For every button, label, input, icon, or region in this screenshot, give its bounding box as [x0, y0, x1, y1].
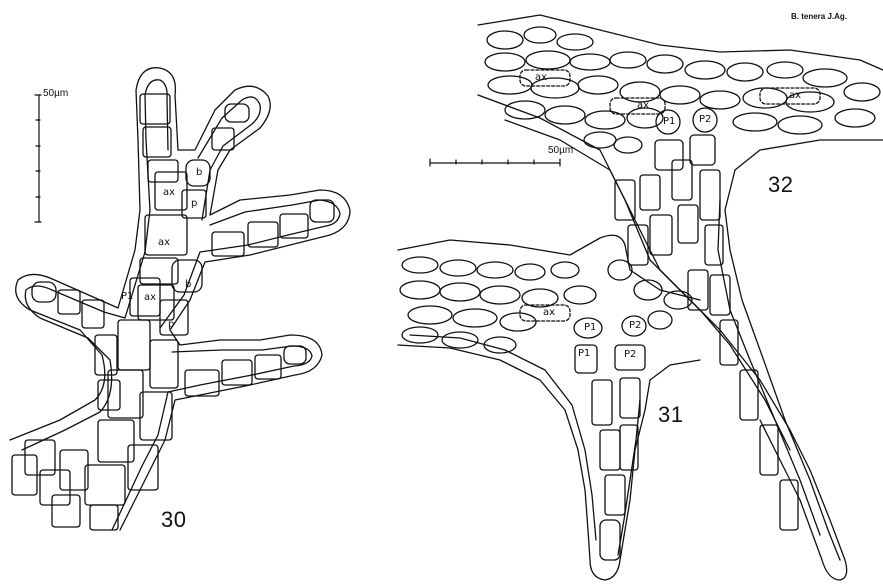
figure-32-scale-bar [430, 159, 560, 166]
fig30-label-b-2: b [185, 280, 191, 290]
figure-30-scale-bar [35, 95, 41, 222]
fig32-label-p1: P1 [663, 117, 675, 127]
fig30-label-ax-2: ax [158, 238, 170, 248]
fig31-label-ax: ax [543, 308, 555, 318]
fig31-label-p2-lower: P2 [624, 350, 636, 360]
species-label: B. tenera J.Ag. [791, 13, 847, 21]
fig31-label-p2-upper: P2 [629, 321, 641, 331]
figure-30-number: 30 [161, 509, 186, 531]
figure-30-drawing [10, 68, 350, 530]
fig30-label-ax-1: ax [163, 188, 175, 198]
fig31-label-p1-lower: P1 [578, 349, 590, 359]
fig31-label-p1-upper: P1 [584, 323, 596, 333]
fig30-label-p1: P1 [121, 292, 133, 302]
fig32-label-ax-2: ax [637, 101, 649, 111]
figure-32-number: 32 [768, 174, 793, 196]
fig32-label-p2: P2 [699, 115, 711, 125]
fig30-label-b-1: b [196, 168, 202, 178]
fig30-label-p-2: p [168, 320, 174, 330]
fig30-label-ax-3: ax [144, 293, 156, 303]
fig32-label-ax-1: ax [535, 73, 547, 83]
figure-32-scale-label: 50µm [548, 146, 573, 156]
figure-30-outline [10, 68, 350, 530]
figure-30-scale-label: 50µm [43, 89, 68, 99]
figure-31-number: 31 [658, 404, 683, 426]
figure-31-drawing [398, 235, 700, 580]
fig30-label-p-1: p [191, 199, 197, 209]
fig32-label-ax-3: ax [789, 91, 801, 101]
